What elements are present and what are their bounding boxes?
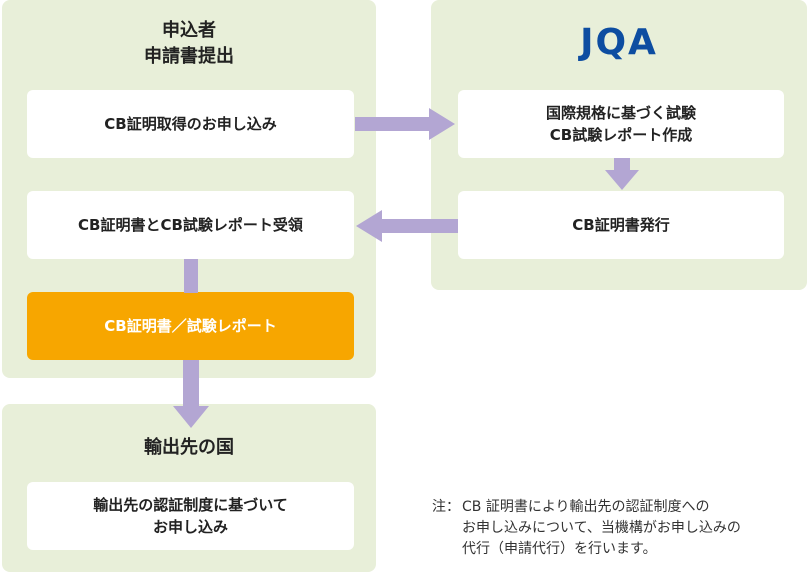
arrow-receive-to-certificate (184, 259, 198, 293)
footnote: 注： CB 証明書により輸出先の認証制度への お申し込みについて、当機構がお申し… (432, 497, 804, 563)
apply-cb-box: CB証明取得のお申し込み (27, 90, 354, 158)
footnote-label: 注： (432, 499, 460, 515)
destination-heading: 輸出先の国 (144, 437, 234, 458)
applicant-heading: 申込者 申請書提出 (144, 20, 234, 67)
arrow-apply-to-jqa (355, 108, 455, 140)
destination-apply-box: 輸出先の認証制度に基づいて お申し込み (27, 482, 354, 550)
issue-certificate-box: CB証明書発行 (458, 191, 784, 259)
certificate-report-box: CB証明書／試験レポート (27, 292, 354, 360)
test-report-box: 国際規格に基づく試験 CB試験レポート作成 (458, 90, 784, 158)
arrow-certificate-to-destination (173, 360, 209, 428)
footnote-text: CB 証明書により輸出先の認証制度への お申し込みについて、当機構がお申し込みの… (462, 499, 741, 557)
receive-report-box: CB証明書とCB試験レポート受領 (27, 191, 354, 259)
arrow-test-to-issue (605, 158, 639, 190)
jqa-logo: JQA (580, 22, 658, 63)
arrow-issue-to-receive (356, 210, 458, 242)
